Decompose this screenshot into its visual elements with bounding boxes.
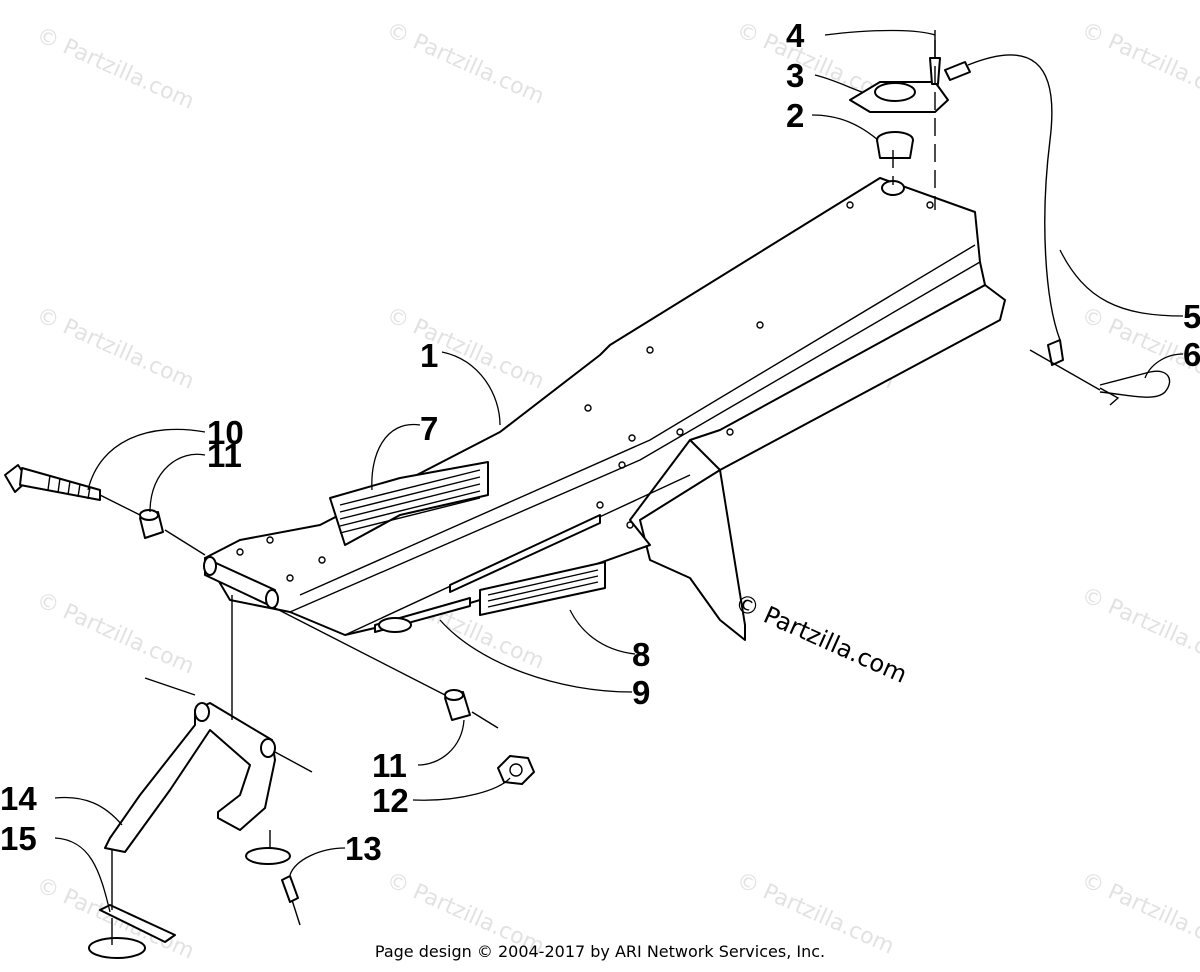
callout-label: 1 (420, 337, 438, 374)
watermark-text: © Partzilla.com (1078, 583, 1200, 675)
watermark-text: © Partzilla.com (33, 303, 198, 395)
watermark-text: © Partzilla.com (1078, 18, 1200, 110)
lanyard-5 (944, 54, 1064, 366)
rivet-13 (245, 847, 301, 926)
callout-label: 12 (372, 782, 409, 819)
watermark-text: © Partzilla.com (33, 23, 198, 115)
strap-15 (88, 904, 176, 959)
callout-label: 8 (632, 636, 650, 673)
callout-label: 3 (786, 57, 804, 94)
callout-label: 11 (372, 747, 407, 784)
center-lines (99, 40, 1101, 945)
bracket-14 (104, 702, 276, 853)
callout-label: 4 (786, 17, 805, 54)
bushing-11-lower (444, 689, 471, 721)
bolt-10 (4, 464, 101, 501)
tray-body (203, 177, 1006, 641)
callout-label: 14 (0, 780, 37, 817)
callout-label: 2 (786, 97, 804, 134)
grommet-2 (876, 131, 914, 159)
watermark-featured: © Partzilla.com (731, 588, 912, 689)
callout-label: 10 (207, 414, 244, 451)
decal-7 (329, 461, 489, 546)
decal-9 (374, 514, 601, 633)
watermark-text: © Partzilla.com (33, 588, 198, 680)
bushing-11-upper (139, 509, 164, 539)
watermark-text: © Partzilla.com (383, 18, 548, 110)
watermark-text: © Partzilla.com (383, 303, 548, 395)
callout-label: 9 (632, 674, 650, 711)
page-footer: Page design © 2004-2017 by ARI Network S… (374, 942, 826, 961)
callout-label: 5 (1183, 298, 1200, 335)
nut-12 (497, 755, 535, 785)
callout-label: 7 (420, 410, 438, 447)
callout-labels: 1 2 3 4 5 6 7 8 9 10 11 11 12 13 14 15 (0, 17, 1200, 867)
decal-8 (479, 561, 606, 616)
callout-leaders (54, 29, 1184, 913)
plate-3 (849, 81, 949, 113)
callout-label: 15 (0, 820, 37, 857)
callout-label: 13 (345, 830, 382, 867)
clip-6 (1099, 370, 1171, 406)
callout-label: 6 (1183, 336, 1200, 373)
callout-label: 11 (207, 437, 242, 474)
rivet-holes (236, 201, 934, 582)
